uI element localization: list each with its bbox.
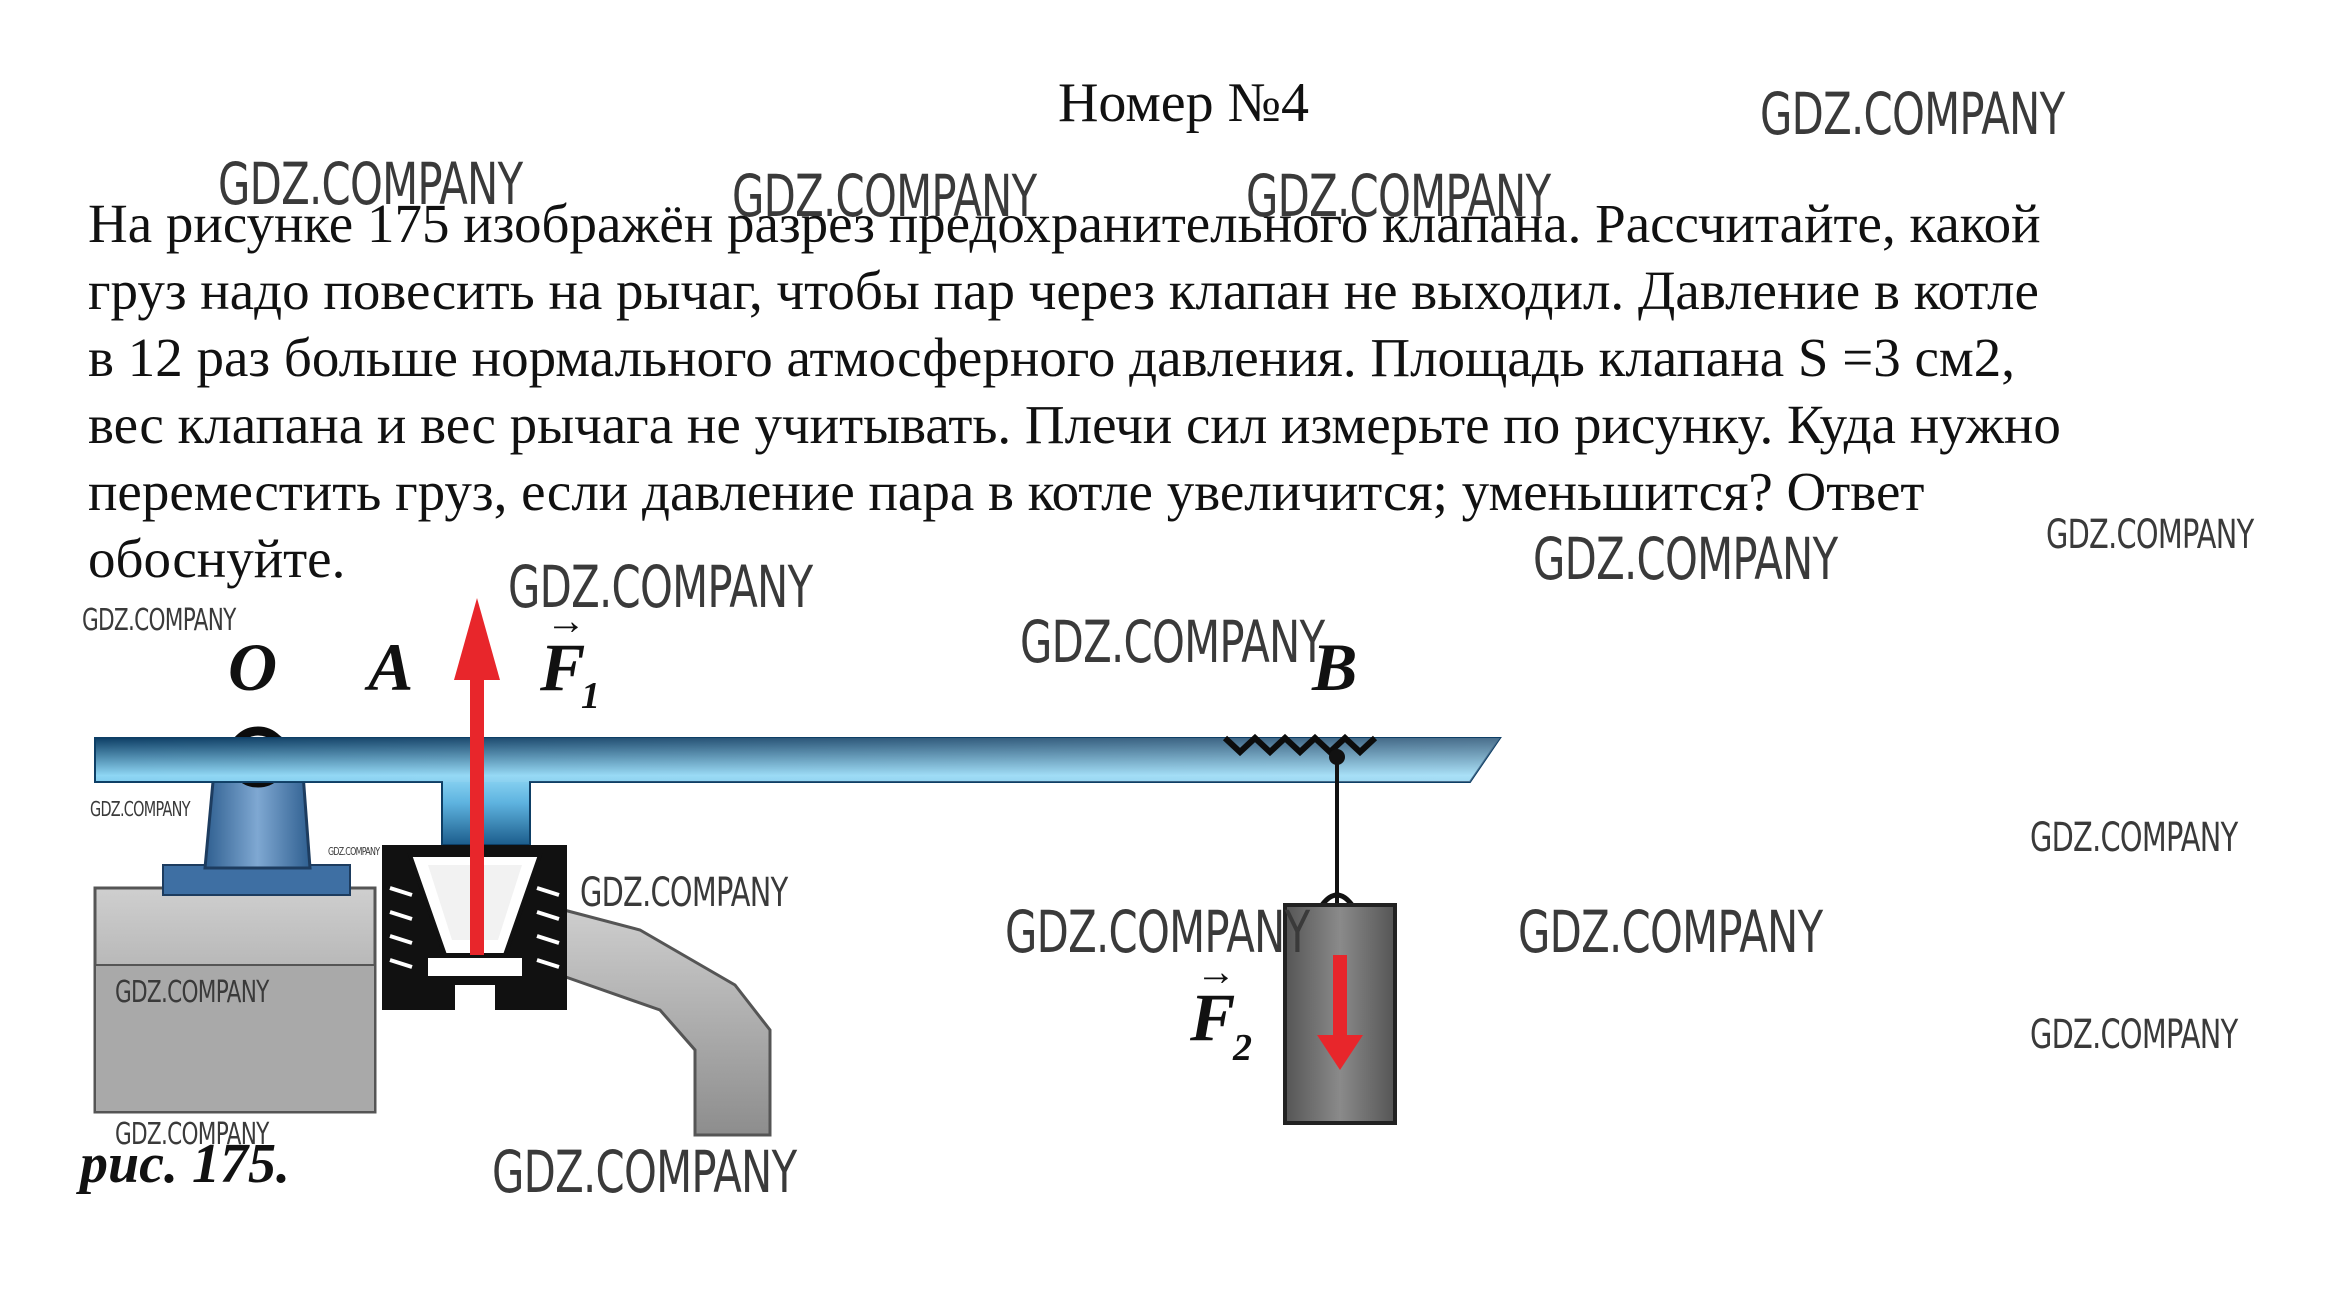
- label-f2-vector-arrow: →: [1196, 949, 1236, 994]
- watermark: GDZ.COMPANY: [2046, 512, 2254, 558]
- watermark: GDZ.COMPANY: [115, 975, 269, 1010]
- problem-text-line: На рисунке 175 изображён разрез предохра…: [88, 193, 2041, 254]
- watermark: GDZ.COMPANY: [2030, 1012, 2238, 1058]
- problem-text-line: переместить груз, если давление пара в к…: [88, 461, 1925, 522]
- problem-text-line: в 12 раз больше нормального атмосферного…: [88, 327, 2015, 388]
- watermark: GDZ.COMPANY: [492, 1138, 797, 1206]
- figure-caption: рис. 175.: [80, 1133, 290, 1195]
- problem-text-line: вес клапана и вес рычага не учитывать. П…: [88, 394, 2061, 455]
- watermark: GDZ.COMPANY: [90, 797, 190, 821]
- watermark: GDZ.COMPANY: [1020, 608, 1325, 676]
- problem-text-line: обоснуйте.: [88, 528, 346, 589]
- force-f1-arrow: [454, 598, 500, 955]
- label-a: A: [364, 629, 413, 705]
- watermark: GDZ.COMPANY: [1760, 80, 2065, 148]
- watermark: GDZ.COMPANY: [1005, 898, 1310, 966]
- watermark: GDZ.COMPANY: [82, 603, 236, 638]
- label-b: B: [1311, 629, 1357, 705]
- label-f1-subscript: 1: [581, 675, 600, 717]
- problem-text: На рисунке 175 изображён разрез предохра…: [88, 190, 2318, 592]
- label-f1-vector-arrow: →: [546, 598, 586, 643]
- lever-notches: [1222, 733, 1378, 757]
- problem-title: Номер №4: [1057, 72, 1310, 134]
- force-f2-arrow: [1317, 955, 1363, 1070]
- problem-text-line: груз надо повесить на рычаг, чтобы пар ч…: [88, 260, 2039, 321]
- watermark: GDZ.COMPANY: [1533, 525, 1838, 593]
- watermark: GDZ.COMPANY: [2030, 815, 2238, 861]
- watermark: GDZ.COMPANY: [1518, 898, 1823, 966]
- watermark: GDZ.COMPANY: [328, 845, 380, 858]
- watermark: GDZ.COMPANY: [580, 870, 788, 916]
- watermark: GDZ.COMPANY: [115, 1117, 269, 1152]
- label-f2-subscript: 2: [1232, 1027, 1252, 1069]
- watermark: GDZ.COMPANY: [1246, 162, 1551, 230]
- watermark: GDZ.COMPANY: [732, 162, 1037, 230]
- label-f1: F: [539, 629, 585, 705]
- label-o: O: [228, 629, 277, 705]
- watermark: GDZ.COMPANY: [218, 150, 523, 218]
- label-f2: F: [1189, 979, 1235, 1055]
- watermark: GDZ.COMPANY: [508, 553, 813, 621]
